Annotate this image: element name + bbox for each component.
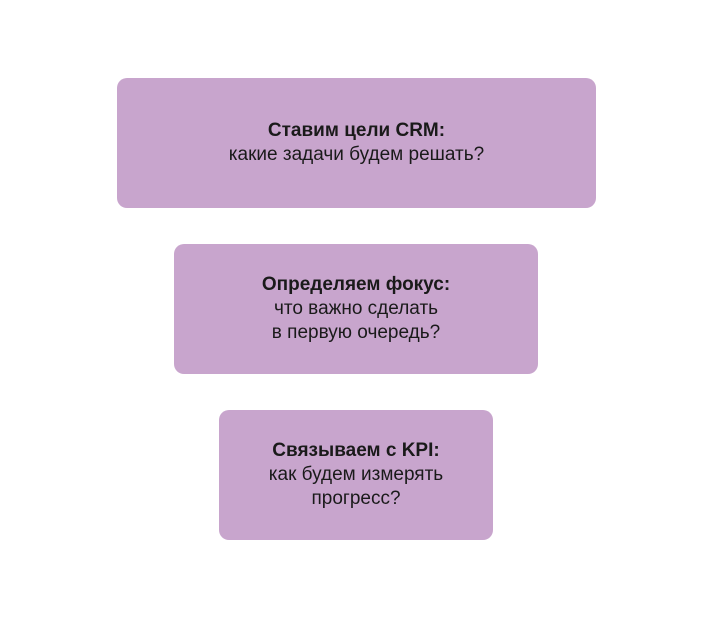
step-box-kpi: Связываем с KPI: как будем измерять прог… (219, 410, 493, 540)
step-title: Связываем с KPI: (272, 440, 440, 461)
step-text: что важно сделать (273, 298, 439, 319)
step-box-focus: Определяем фокус: что важно сделать в пе… (174, 244, 538, 374)
step-text: прогресс? (311, 488, 401, 509)
step-text: какие задачи будем решать? (228, 144, 485, 165)
step-title: Ставим цели CRM: (267, 120, 446, 141)
step-box-goals: Ставим цели CRM: какие задачи будем реша… (117, 78, 596, 208)
step-text: как будем измерять (268, 464, 444, 485)
step-title: Определяем фокус: (261, 274, 451, 295)
step-text: в первую очередь? (271, 322, 441, 343)
